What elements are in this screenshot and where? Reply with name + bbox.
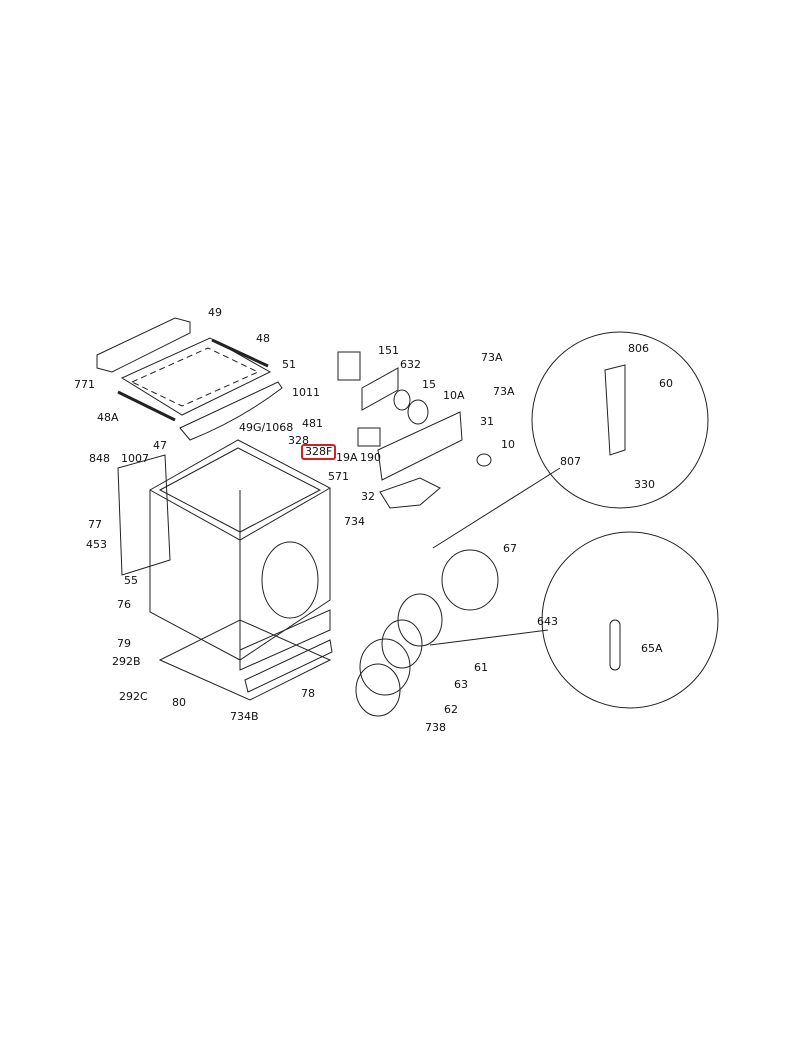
label-292C: 292C xyxy=(119,690,148,703)
label-15: 15 xyxy=(422,378,436,391)
label-61: 61 xyxy=(474,661,488,674)
part-151 xyxy=(337,351,361,381)
door-opening xyxy=(261,541,319,619)
label-151: 151 xyxy=(378,344,399,357)
label-10: 10 xyxy=(501,438,515,451)
label-60: 60 xyxy=(659,377,673,390)
label-73A-1: 73A xyxy=(481,351,503,364)
part-31 xyxy=(377,411,463,481)
label-771: 771 xyxy=(74,378,95,391)
label-73A-2: 73A xyxy=(493,385,515,398)
label-738: 738 xyxy=(425,721,446,734)
label-632: 632 xyxy=(400,358,421,371)
label-62: 62 xyxy=(444,703,458,716)
label-65A: 65A xyxy=(641,642,663,655)
label-48: 48 xyxy=(256,332,270,345)
part-80 xyxy=(158,619,332,701)
label-19A: 19A xyxy=(336,451,358,464)
label-10A: 10A xyxy=(443,389,465,402)
part-32 xyxy=(379,477,441,509)
label-79: 79 xyxy=(117,637,131,650)
part-15 xyxy=(393,389,411,411)
cabinet xyxy=(149,439,331,661)
label-78: 78 xyxy=(301,687,315,700)
label-807: 807 xyxy=(560,455,581,468)
detail-circle-hinge xyxy=(541,531,719,709)
label-571: 571 xyxy=(328,470,349,483)
label-734B: 734B xyxy=(230,710,259,723)
label-292B: 292B xyxy=(112,655,141,668)
label-51: 51 xyxy=(282,358,296,371)
label-643: 643 xyxy=(537,615,558,628)
part-51 xyxy=(179,381,283,441)
label-63: 63 xyxy=(454,678,468,691)
label-76: 76 xyxy=(117,598,131,611)
part-63 xyxy=(381,619,423,669)
label-190: 190 xyxy=(360,451,381,464)
label-77: 77 xyxy=(88,518,102,531)
part-62 xyxy=(359,638,411,696)
part-49 xyxy=(96,317,191,373)
label-67: 67 xyxy=(503,542,517,555)
part-10A xyxy=(407,399,429,425)
label-47: 47 xyxy=(153,439,167,452)
label-806: 806 xyxy=(628,342,649,355)
label-330: 330 xyxy=(634,478,655,491)
label-49G-1068: 49G/1068 xyxy=(239,421,294,434)
label-1011: 1011 xyxy=(292,386,320,399)
label-328: 328 xyxy=(288,434,309,447)
label-32: 32 xyxy=(361,490,375,503)
label-48A: 48A xyxy=(97,411,119,424)
part-632 xyxy=(361,367,399,411)
label-31: 31 xyxy=(480,415,494,428)
label-328F-highlighted: 328F xyxy=(301,444,337,460)
label-734: 734 xyxy=(344,515,365,528)
part-77 xyxy=(117,454,171,576)
part-78 xyxy=(244,639,333,693)
label-481: 481 xyxy=(302,417,323,430)
part-190 xyxy=(357,427,381,447)
label-80: 80 xyxy=(172,696,186,709)
detail-circle-lock xyxy=(531,331,709,509)
part-67 xyxy=(441,549,499,611)
part-738 xyxy=(355,663,401,717)
label-1007: 1007 xyxy=(121,452,149,465)
label-848: 848 xyxy=(89,452,110,465)
part-10 xyxy=(476,453,492,467)
label-453: 453 xyxy=(86,538,107,551)
part-771 xyxy=(120,337,272,416)
label-55: 55 xyxy=(124,574,138,587)
label-49: 49 xyxy=(208,306,222,319)
